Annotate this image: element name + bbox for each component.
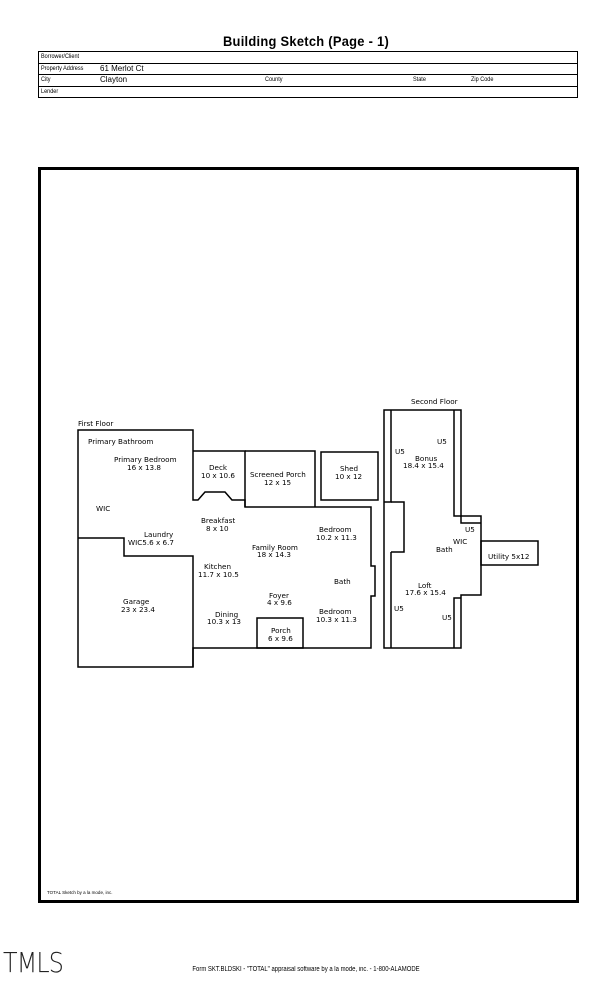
label-u5-b: U5: [395, 447, 405, 456]
room-dining: Dining: [215, 610, 238, 619]
second-floor-outer: [383, 409, 482, 649]
room-kitchen: Kitchen: [204, 562, 231, 571]
room-loft: Loft: [418, 581, 432, 590]
room-utility: Utility 5x12: [488, 552, 529, 561]
sketch-frame: [38, 167, 579, 903]
room-dining-dim: 10.3 x 13: [207, 617, 241, 626]
room-loft-dim: 17.6 x 15.4: [405, 588, 446, 597]
state-label: State: [413, 76, 426, 83]
label-u5-c: U5: [465, 525, 475, 534]
label-u5-d: U5: [394, 604, 404, 613]
screened-porch-wall: [245, 450, 316, 507]
room-primary-bathroom: Primary Bathroom: [88, 437, 153, 446]
room-shed: Shed: [340, 464, 358, 473]
county-label: County: [265, 76, 283, 83]
sketch-credit: TOTAL Sketch by a la mode, inc.: [47, 890, 113, 895]
shed-wall: [320, 451, 379, 501]
u5-left-upper: [384, 410, 392, 503]
room-bonus: Bonus: [415, 454, 437, 463]
porch-wall: [256, 617, 304, 649]
zip-label: Zip Code: [471, 76, 494, 83]
room-deck: Deck: [209, 463, 228, 472]
room-laundry: Laundry: [144, 530, 174, 539]
room-breakfast: Breakfast: [201, 516, 235, 525]
room-shed-dim: 10 x 12: [335, 472, 362, 481]
address-row: Property Address 61 Merlot Ct: [39, 63, 577, 75]
room-kitchen-dim: 11.7 x 10.5: [198, 570, 239, 579]
room-screened-porch: Screened Porch: [250, 470, 306, 479]
u5-right-upper: [453, 410, 481, 524]
room-porch: Porch: [271, 626, 291, 635]
room-porch-dim: 6 x 9.6: [268, 634, 293, 643]
form-footer-text: Form SKT.BLDSKI - "TOTAL" appraisal soft…: [192, 966, 420, 973]
room-foyer: Foyer: [269, 591, 289, 600]
room-bedroom-1-dim: 10.2 x 11.3: [316, 533, 357, 542]
page-title: Building Sketch (Page - 1): [222, 33, 390, 49]
room-bedroom-1: Bedroom: [319, 525, 352, 534]
room-bath-1: Bath: [334, 577, 351, 586]
second-floor-label: Second Floor: [411, 397, 458, 406]
garage-wall: [78, 537, 194, 667]
borrower-row: Borrower/Client: [39, 52, 577, 64]
city-value: Clayton: [100, 75, 128, 84]
address-value: 61 Merlot Ct: [100, 63, 144, 73]
room-primary-bedroom: Primary Bedroom: [114, 455, 177, 464]
utility-wall: [480, 540, 539, 566]
tmls-logo: TMLS: [3, 946, 64, 979]
room-wic: WIC: [96, 504, 110, 513]
city-label: City: [41, 76, 51, 83]
bonus-loft-divider: [391, 501, 405, 553]
room-garage: Garage: [123, 597, 150, 606]
room-bedroom-2-dim: 10.3 x 11.3: [316, 615, 357, 624]
room-family-room-dim: 18 x 14.3: [257, 550, 291, 559]
room-wic-2: WIC: [453, 537, 467, 546]
room-garage-dim: 23 x 23.4: [121, 605, 155, 614]
borrower-label: Borrower/Client: [41, 53, 80, 60]
first-floor-label: First Floor: [78, 419, 113, 428]
room-bonus-dim: 18.4 x 15.4: [403, 461, 444, 470]
label-u5-e: U5: [442, 613, 452, 622]
room-foyer-dim: 4 x 9.6: [267, 598, 292, 607]
room-screened-porch-dim: 12 x 15: [264, 478, 291, 487]
room-bedroom-2: Bedroom: [319, 607, 352, 616]
room-family-room: Family Room: [252, 543, 298, 552]
room-primary-bedroom-dim: 16 x 13.8: [127, 463, 161, 472]
city-row: City Clayton County State Zip Code: [39, 75, 577, 87]
label-u5-a: U5: [437, 437, 447, 446]
lender-label: Lender: [41, 87, 59, 95]
room-breakfast-dim: 8 x 10: [206, 524, 229, 533]
address-label: Property Address: [41, 64, 84, 72]
u5-right-lower: [453, 597, 461, 648]
room-deck-dim: 10 x 10.6: [201, 471, 235, 480]
lender-row: Lender: [39, 87, 577, 98]
room-bath-2: Bath: [436, 545, 453, 554]
room-laundry-dim: WIC5.6 x 6.7: [128, 538, 174, 547]
property-info-table: Borrower/Client Property Address 61 Merl…: [38, 51, 578, 98]
